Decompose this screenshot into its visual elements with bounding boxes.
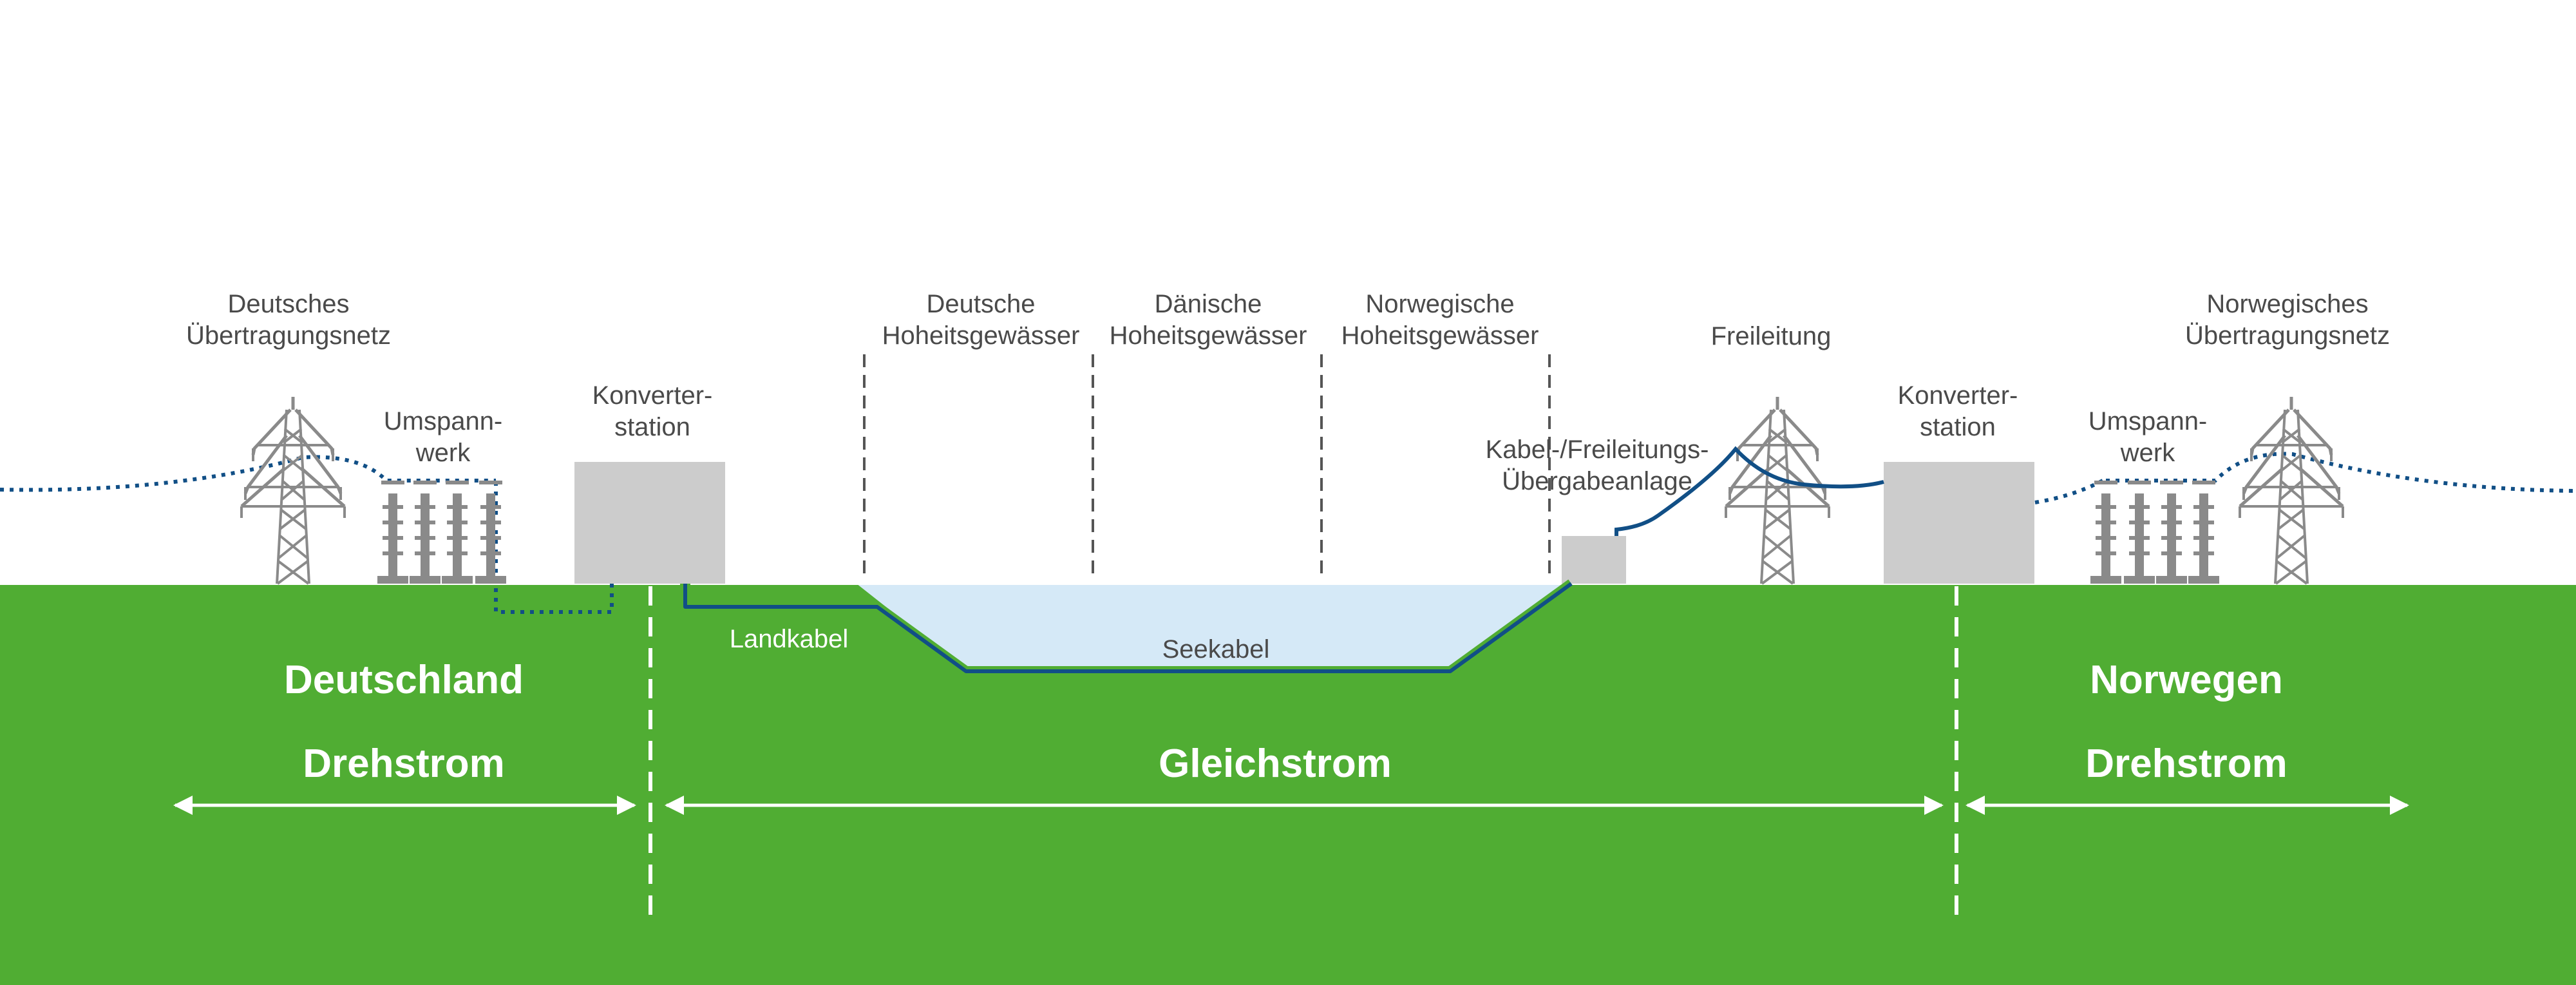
label-norwegische-gewaesser-line1: Norwegische	[1365, 290, 1515, 318]
label-norwegisches-netz: Norwegisches Übertragungsnetz	[2185, 289, 2390, 352]
label-konverter-no-line1: Konverter-	[1897, 381, 2018, 410]
label-umspannwerk-no: Umspann- werk	[2088, 406, 2208, 469]
label-konverter-de-line2: station	[614, 413, 690, 441]
label-deutsche-gewaesser-line2: Hoheitsgewässer	[882, 321, 1080, 350]
label-deutsches-netz: Deutsches Übertragungsnetz	[186, 289, 391, 352]
substation-icon-de	[377, 481, 506, 584]
label-norwegisches-netz-line1: Norwegisches	[2206, 290, 2369, 318]
connection-no	[2034, 479, 2104, 504]
region-deutschland: Deutschland	[283, 658, 524, 702]
label-uebergabeanlage: Kabel-/Freileitungs- Übergabeanlage	[1486, 434, 1709, 497]
region-gleichstrom: Gleichstrom	[1159, 741, 1392, 786]
freileitung-line	[1615, 446, 1884, 536]
label-uebergabeanlage-line2: Übergabeanlage	[1502, 467, 1692, 495]
label-deutsches-netz-line1: Deutsches	[227, 290, 350, 318]
substation-icon-no	[2090, 481, 2219, 584]
converter-station-icon-de	[574, 462, 725, 584]
label-daenische-gewaesser-line1: Dänische	[1154, 290, 1262, 318]
region-norwegen: Norwegen	[2090, 658, 2283, 702]
label-umspannwerk-de-line2: werk	[415, 439, 471, 467]
label-konverter-no-line2: station	[1920, 413, 1996, 441]
label-deutsche-gewaesser: Deutsche Hoheitsgewässer	[882, 289, 1080, 352]
label-norwegisches-netz-line2: Übertragungsnetz	[2185, 321, 2390, 350]
label-umspannwerk-no-line1: Umspann-	[2088, 407, 2208, 435]
label-deutsches-netz-line2: Übertragungsnetz	[186, 321, 391, 350]
label-freileitung: Freileitung	[1710, 322, 1832, 350]
transmission-tower-icon-freileitung	[1726, 397, 1829, 584]
region-drehstrom-no: Drehstrom	[2085, 741, 2287, 786]
label-konverter-de-line1: Konverter-	[592, 381, 713, 410]
transition-station-icon	[1562, 536, 1626, 584]
label-norwegische-gewaesser-line2: Hoheitsgewässer	[1341, 321, 1539, 350]
label-daenische-gewaesser: Dänische Hoheitsgewässer	[1110, 289, 1307, 352]
converter-station-icon-no	[1884, 462, 2034, 584]
label-landkabel: Landkabel	[729, 625, 849, 653]
transmission-tower-icon-de	[242, 397, 345, 584]
region-drehstrom-de: Drehstrom	[303, 741, 505, 786]
label-umspannwerk-de: Umspann- werk	[384, 406, 503, 469]
label-konverter-no: Konverter- station	[1898, 380, 2018, 443]
label-umspannwerk-de-line1: Umspann-	[383, 407, 503, 435]
label-uebergabeanlage-line1: Kabel-/Freileitungs-	[1485, 435, 1709, 464]
dc-cable	[683, 582, 1573, 673]
transmission-tower-icon-no	[2240, 397, 2343, 584]
sea	[857, 584, 1571, 670]
label-norwegische-gewaesser: Norwegische Hoheitsgewässer	[1341, 289, 1539, 352]
label-umspannwerk-no-line2: werk	[2120, 439, 2175, 467]
label-konverter-de: Konverter- station	[592, 380, 713, 443]
label-daenische-gewaesser-line2: Hoheitsgewässer	[1109, 321, 1307, 350]
label-seekabel: Seekabel	[1162, 635, 1270, 664]
label-deutsche-gewaesser-line1: Deutsche	[926, 290, 1036, 318]
